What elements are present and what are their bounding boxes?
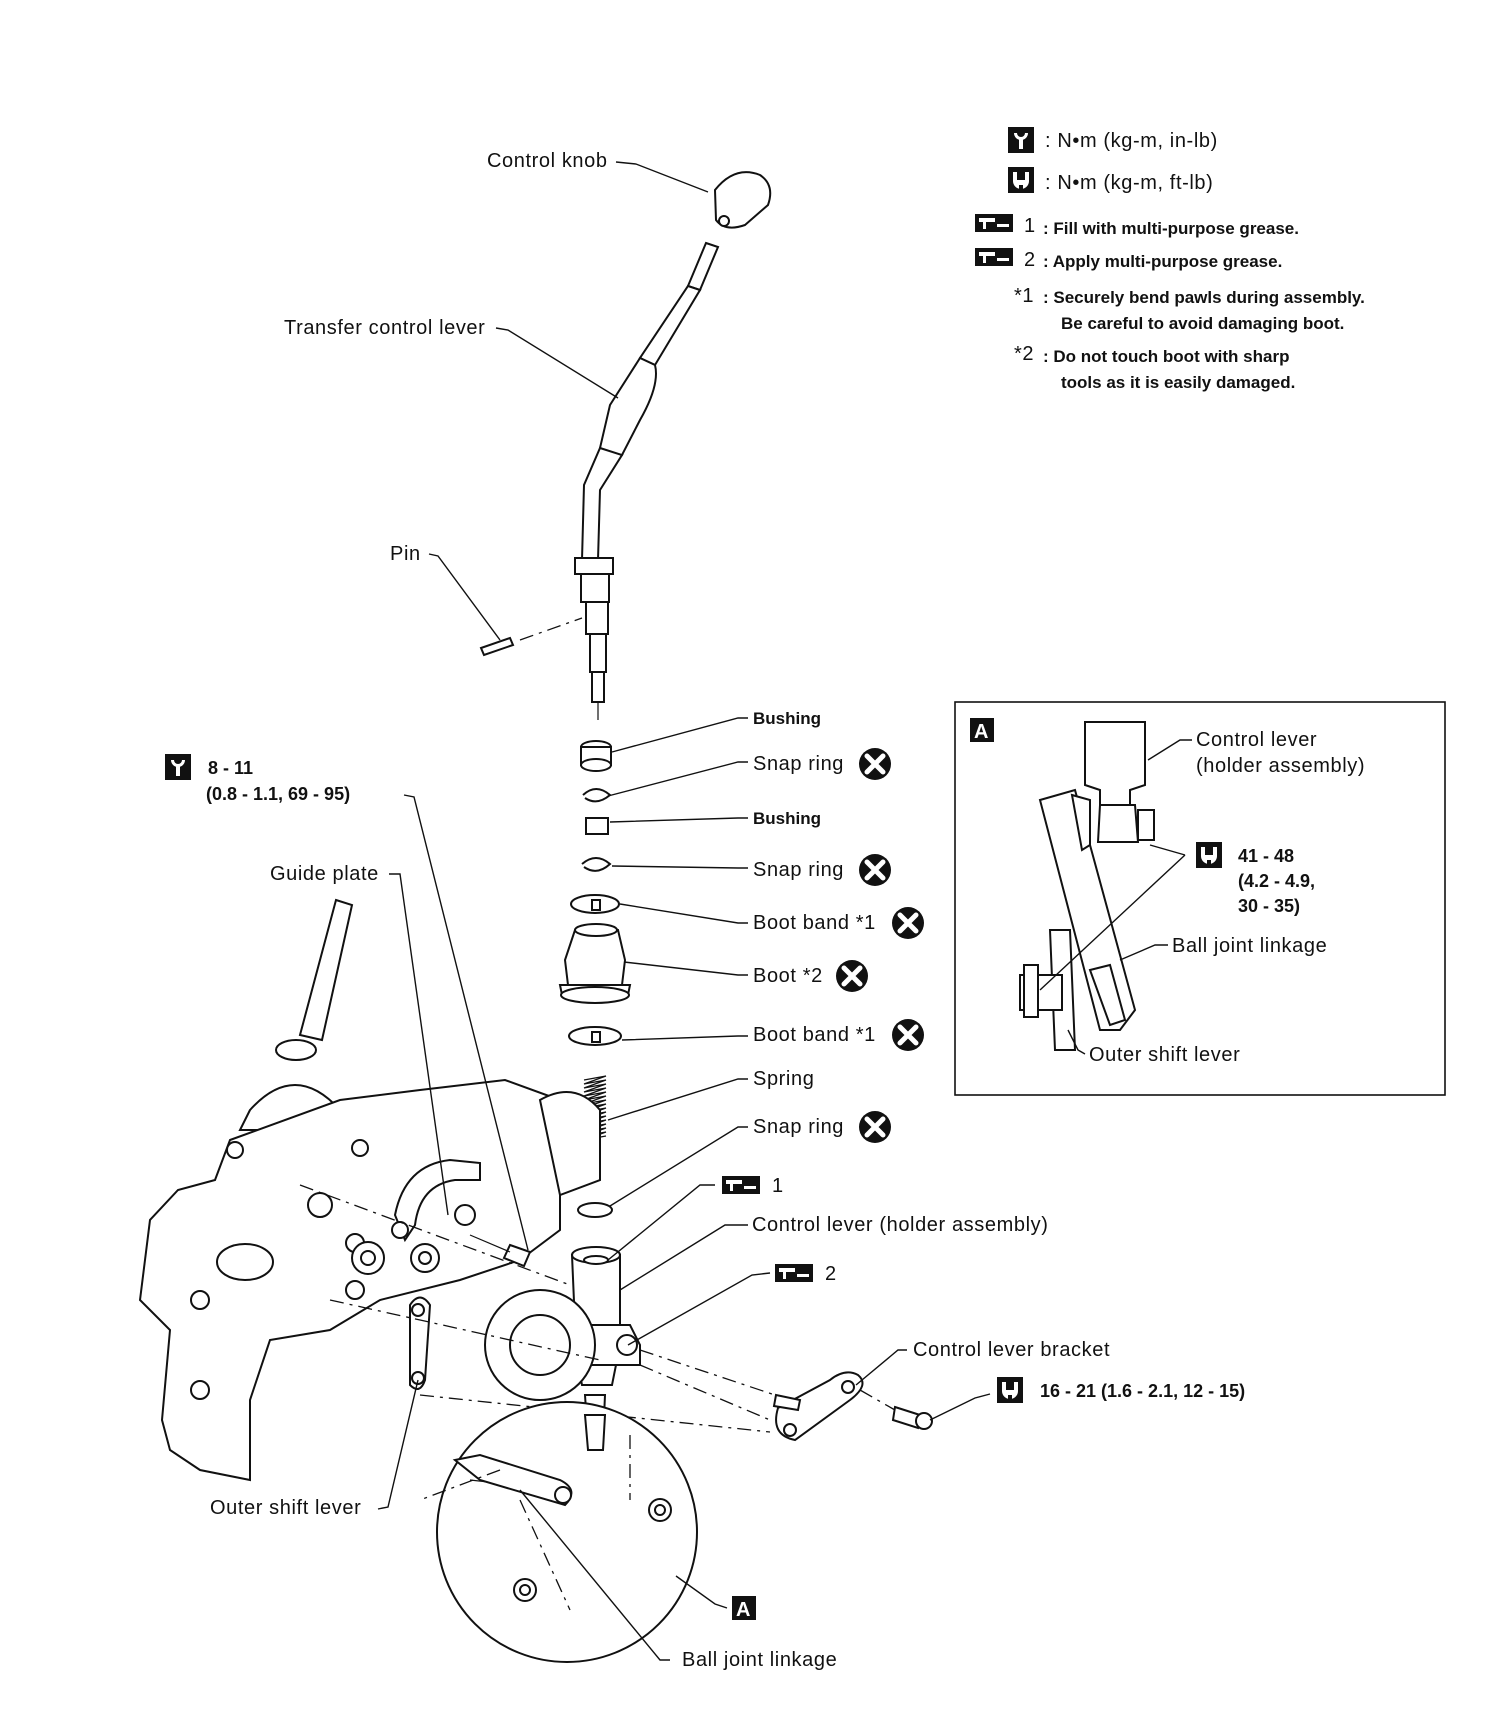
label-boot-band-2: Boot band *1 <box>753 1024 876 1046</box>
label-ball-joint-linkage: Ball joint linkage <box>682 1649 837 1671</box>
inset-torque-line3: 30 - 35) <box>1238 896 1300 916</box>
view-a-marker: A <box>736 1599 750 1621</box>
stacked-parts <box>558 740 641 1441</box>
do-not-reuse-icon <box>892 907 924 939</box>
grease-icon <box>975 214 1013 232</box>
torque-inlb-icon <box>165 754 191 780</box>
inset-view-a: A Control lever (holder assembly) 41 - 4… <box>954 701 1446 1096</box>
detail-circle-a <box>419 1401 698 1663</box>
label-snap-ring-1: Snap ring <box>753 753 844 775</box>
grease-icon <box>775 1264 813 1282</box>
inset-torque-line1: 41 - 48 <box>1238 846 1294 866</box>
inset-ball-joint-linkage: Ball joint linkage <box>1172 935 1327 957</box>
label-outer-shift-lever: Outer shift lever <box>210 1497 361 1519</box>
label-snap-ring-3: Snap ring <box>753 1116 844 1138</box>
legend: : N•m (kg-m, in-lb) : N•m (kg-m, ft-lb) … <box>975 127 1365 392</box>
legend-note1-line2: Be careful to avoid damaging boot. <box>1061 314 1344 333</box>
callout-labels: Control knob Transfer control lever Pin … <box>165 150 1245 1671</box>
label-control-lever-bracket: Control lever bracket <box>913 1339 1110 1361</box>
torque-ftlb-icon <box>1196 842 1222 868</box>
torque-ftlb-icon <box>997 1377 1023 1403</box>
transfer-case-drawing <box>138 898 791 1482</box>
torque-ftlb-icon <box>1008 167 1034 193</box>
label-bushing-1: Bushing <box>753 709 821 728</box>
label-control-knob: Control knob <box>487 150 608 172</box>
inset-outer-shift-lever: Outer shift lever <box>1089 1044 1240 1066</box>
legend-torque-ftlb: : N•m (kg-m, ft-lb) <box>1045 172 1213 194</box>
label-boot: Boot *2 <box>753 965 823 987</box>
label-guide-torque-line1: 8 - 11 <box>208 758 253 778</box>
label-grease-2: 2 <box>825 1263 837 1285</box>
inset-marker: A <box>974 721 988 743</box>
do-not-reuse-icon <box>859 854 891 886</box>
transfer-control-lever-drawing <box>574 171 772 720</box>
label-spring: Spring <box>753 1068 814 1090</box>
do-not-reuse-icon <box>892 1019 924 1051</box>
do-not-reuse-icon <box>859 1111 891 1143</box>
label-transfer-control-lever: Transfer control lever <box>284 317 485 339</box>
control-lever-bracket-drawing <box>772 1371 933 1442</box>
inset-marker-box <box>970 718 994 742</box>
legend-note2-line1: : Do not touch boot with sharp <box>1043 347 1289 366</box>
pin-drawing <box>479 617 583 657</box>
label-pin: Pin <box>390 543 421 565</box>
legend-note1-line1: : Securely bend pawls during assembly. <box>1043 288 1365 307</box>
leader-lines <box>377 161 991 1661</box>
view-a-marker-box <box>732 1596 756 1620</box>
do-not-reuse-icon <box>836 960 868 992</box>
inset-frame <box>954 701 1446 1096</box>
grease-icon <box>975 248 1013 266</box>
do-not-reuse-icon <box>859 748 891 780</box>
label-bracket-torque: 16 - 21 (1.6 - 2.1, 12 - 15) <box>1040 1381 1245 1401</box>
legend-torque-inlb: : N•m (kg-m, in-lb) <box>1045 130 1218 152</box>
grease-icon <box>722 1176 760 1194</box>
label-guide-plate: Guide plate <box>270 863 379 885</box>
inset-control-lever-line2: (holder assembly) <box>1196 755 1365 777</box>
legend-grease2-num: 2 <box>1024 249 1036 271</box>
legend-grease2-text: : Apply multi-purpose grease. <box>1043 252 1282 271</box>
torque-inlb-icon <box>1008 127 1034 153</box>
label-control-lever-holder: Control lever (holder assembly) <box>752 1214 1048 1236</box>
label-guide-torque-line2: (0.8 - 1.1, 69 - 95) <box>206 784 350 804</box>
inset-control-lever-line1: Control lever <box>1196 729 1317 751</box>
legend-note2-mark: *2 <box>1014 343 1034 365</box>
label-snap-ring-2: Snap ring <box>753 859 844 881</box>
legend-note2-line2: tools as it is easily damaged. <box>1061 373 1295 392</box>
legend-grease1-text: : Fill with multi-purpose grease. <box>1043 219 1299 238</box>
label-boot-band-1: Boot band *1 <box>753 912 876 934</box>
label-bushing-2: Bushing <box>753 809 821 828</box>
legend-grease1-num: 1 <box>1024 215 1036 237</box>
legend-note1-mark: *1 <box>1014 285 1034 307</box>
inset-torque-line2: (4.2 - 4.9, <box>1238 871 1315 891</box>
label-grease-1: 1 <box>772 1175 784 1197</box>
